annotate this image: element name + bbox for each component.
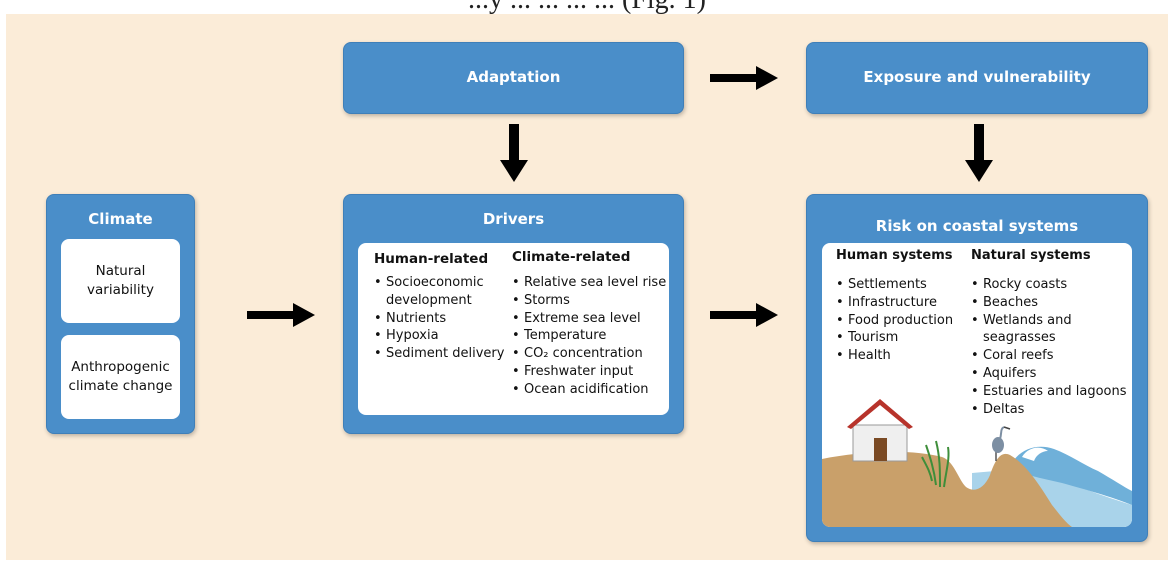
- list-item: Beaches: [971, 294, 1131, 312]
- climate-title: Climate: [88, 210, 153, 228]
- human-systems-list: Settlements Infrastructure Food producti…: [836, 276, 976, 365]
- seagrass: [921, 440, 950, 488]
- exposure-box: Exposure and vulnerability: [806, 42, 1148, 114]
- wave-crest: [1022, 447, 1048, 461]
- wave: [1008, 446, 1132, 505]
- list-item: Aquifers: [971, 365, 1131, 383]
- list-item: Coral reefs: [971, 347, 1131, 365]
- list-item: Health: [836, 347, 976, 365]
- list-item: Settlements: [836, 276, 976, 294]
- figure-caption: ...y ... ... ... ... (Fig. 1): [0, 0, 1174, 16]
- arrow-climate-to-drivers: [247, 303, 315, 327]
- adaptation-box: Adaptation: [343, 42, 684, 114]
- house-roof: [847, 399, 913, 429]
- arrow-adaptation-to-drivers: [500, 124, 528, 182]
- list-item: Tourism: [836, 329, 976, 347]
- sand-dune: [822, 451, 1072, 527]
- list-item: Temperature: [512, 327, 668, 345]
- list-item: Hypoxia: [374, 327, 514, 345]
- list-item: Nutrients: [374, 310, 514, 328]
- list-item: Freshwater input: [512, 363, 668, 381]
- list-item: Sediment delivery: [374, 345, 514, 363]
- climate-related-list: Relative sea level rise Storms Extreme s…: [512, 274, 668, 399]
- list-item: Storms: [512, 292, 668, 310]
- drivers-box: Drivers Human-related Socioeconomic deve…: [343, 194, 684, 434]
- natural-systems-list: Rocky coasts Beaches Wetlands and seagra…: [971, 276, 1131, 418]
- arrow-adaptation-to-exposure: [710, 66, 778, 90]
- list-item: CO₂ concentration: [512, 345, 668, 363]
- anthropogenic-change-card: Anthropogenic climate change: [61, 335, 180, 419]
- natural-systems-heading: Natural systems: [971, 248, 1091, 263]
- list-item: Relative sea level rise: [512, 274, 668, 292]
- list-item: Estuaries and lagoons: [971, 383, 1131, 401]
- drivers-title: Drivers: [482, 210, 545, 228]
- climate-box: Climate Natural variability Anthropogeni…: [46, 194, 195, 434]
- risk-content: Human systems Settlements Infrastructure…: [822, 243, 1132, 527]
- list-item: Rocky coasts: [971, 276, 1131, 294]
- arrow-exposure-to-risk: [965, 124, 993, 182]
- exposure-title: Exposure and vulnerability: [863, 68, 1091, 86]
- coastal-scene-illustration: [822, 399, 1132, 527]
- list-item: Wetlands and seagrasses: [971, 312, 1131, 348]
- adaptation-title: Adaptation: [466, 68, 561, 86]
- heron-bird: [992, 426, 1011, 461]
- drivers-content: Human-related Socioeconomic development …: [358, 243, 669, 415]
- human-related-heading: Human-related: [374, 251, 489, 267]
- list-item: Deltas: [971, 401, 1131, 419]
- risk-title: Risk on coastal systems: [875, 217, 1079, 235]
- human-related-list: Socioeconomic development Nutrients Hypo…: [374, 274, 514, 363]
- house-door: [874, 438, 887, 461]
- risk-box: Risk on coastal systems Human systems Se…: [806, 194, 1148, 542]
- human-systems-heading: Human systems: [836, 248, 953, 263]
- list-item: Infrastructure: [836, 294, 976, 312]
- arrow-drivers-to-risk: [710, 303, 778, 327]
- list-item: Extreme sea level: [512, 310, 668, 328]
- list-item: Food production: [836, 312, 976, 330]
- list-item: Socioeconomic development: [374, 274, 514, 310]
- list-item: Ocean acidification: [512, 381, 668, 399]
- climate-related-heading: Climate-related: [512, 249, 631, 265]
- natural-variability-card: Natural variability: [61, 239, 180, 323]
